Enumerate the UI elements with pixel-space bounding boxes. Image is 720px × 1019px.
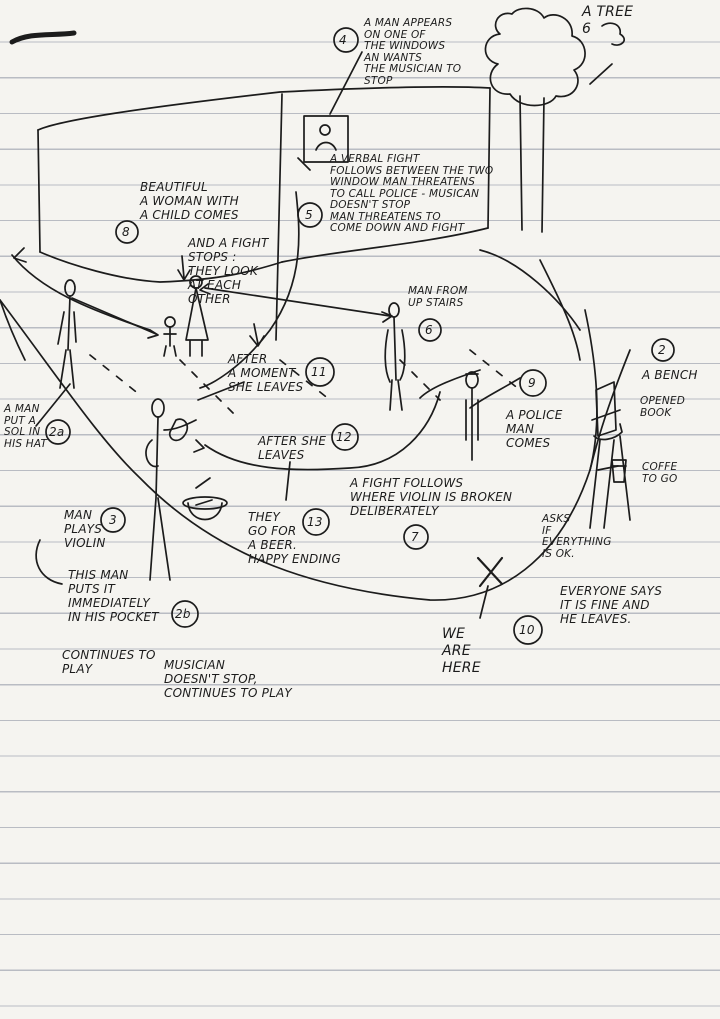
tree-trunk xyxy=(519,95,545,233)
arrow-after-she xyxy=(204,391,441,471)
stick-figure-left xyxy=(57,279,77,389)
man-upstairs-note: MAN FROM UP STAIRS xyxy=(408,285,468,309)
step-13-number: 13 xyxy=(307,515,323,529)
window-man-head xyxy=(319,124,331,136)
arrow-man-to-child xyxy=(71,297,157,335)
tree-crown xyxy=(484,7,586,107)
verbal-fight-note: A VERBAL FIGHT FOLLOWS BETWEEN THE TWO W… xyxy=(330,153,494,234)
arrow-down-woman xyxy=(177,255,191,281)
arrow-pocket xyxy=(35,539,63,585)
tree-arrow xyxy=(589,63,613,85)
arrow-to-window-note xyxy=(329,51,363,115)
step-9-number: 9 xyxy=(528,376,536,390)
building-left-edge xyxy=(37,129,41,253)
stick-figure-woman xyxy=(185,275,209,357)
coffee-label: COFFE TO GO xyxy=(642,461,678,485)
we-are-here-label: WE ARE HERE xyxy=(442,626,481,676)
step-4-number: 4 xyxy=(339,33,347,47)
after-moment-note: AFTER A MOMENT SHE LEAVES xyxy=(228,352,304,394)
opened-book-label: OPENED BOOK xyxy=(640,395,686,419)
stick-figure-musician xyxy=(145,398,197,581)
pocket-note: THIS MAN PUTS IT IMMEDIATELY IN HIS POCK… xyxy=(68,568,159,624)
arrowhead-3 xyxy=(199,283,211,295)
arrow-hat xyxy=(195,477,211,489)
left-edge-line xyxy=(0,299,26,361)
right-curve xyxy=(539,259,581,361)
scribble-mark xyxy=(9,30,77,45)
after-she-note: AFTER SHE LEAVES xyxy=(258,434,327,462)
police-note: A POLICE MAN COMES xyxy=(506,408,563,450)
arrowhead-4 xyxy=(193,439,205,453)
arrow-down-moment xyxy=(249,323,265,347)
step-5-number: 5 xyxy=(305,208,313,222)
step-2a-number: 2a xyxy=(49,425,65,439)
window-man-note: A MAN APPEARS ON ONE OF THE WINDOWS AN W… xyxy=(364,17,462,87)
everyone-note: EVERYONE SAYS IT IS FINE AND HE LEAVES. xyxy=(560,584,663,626)
step-2b-number: 2b xyxy=(175,607,191,621)
continues-note: CONTINUES TO PLAY xyxy=(62,648,156,676)
step-12-number: 12 xyxy=(336,430,352,444)
arrow-fight xyxy=(199,191,300,389)
man-put-note: A MAN PUT A SOL IN HIS HAT xyxy=(4,403,48,450)
step-10-number: 10 xyxy=(519,623,535,637)
arrow-upper-right xyxy=(479,249,581,331)
coffee-cup-drawing xyxy=(611,459,627,483)
fight-stops-note: AND A FIGHT STOPS : THEY LOOK AT EACH OT… xyxy=(188,236,269,306)
musician-note: MUSICIAN DOESN'T STOP, CONTINUES TO PLAY xyxy=(164,658,292,700)
man-plays-note: MAN PLAYS VIOLIN xyxy=(64,508,106,550)
building-base-left xyxy=(39,251,283,283)
bench-label: A BENCH xyxy=(642,368,698,382)
building-top-line xyxy=(37,85,491,131)
arrow-man-put xyxy=(35,383,71,427)
tree-label: A TREE 6 xyxy=(582,4,634,37)
window-frame xyxy=(303,115,349,163)
woman-note: BEAUTIFUL A WOMAN WITH A CHILD COMES xyxy=(140,180,239,222)
arrow-woman-to-man xyxy=(204,287,391,317)
asks-note: ASKS IF EVERYTHING IS OK. xyxy=(542,513,612,560)
fight-follows-note: A FIGHT FOLLOWS WHERE VIOLIN IS BROKEN D… xyxy=(350,476,513,518)
step-11-number: 11 xyxy=(311,365,327,379)
hat-drawing xyxy=(182,496,228,521)
stick-figure-police xyxy=(465,371,479,461)
window-arrow xyxy=(297,157,311,171)
building-base-right xyxy=(281,227,489,263)
beer-note: THEY GO FOR A BEER. HAPPY ENDING xyxy=(248,510,341,566)
step-6-number: 6 xyxy=(425,323,433,337)
window-man-body xyxy=(315,141,337,151)
arrowhead-1 xyxy=(147,329,159,339)
bench-number: 2 xyxy=(658,343,666,357)
stick-figure-man-upstairs xyxy=(384,302,406,411)
stick-figure-child xyxy=(163,316,177,357)
building-right-edge xyxy=(487,87,491,229)
dashed-path xyxy=(89,349,521,421)
tree-label-scribble xyxy=(601,22,625,46)
arrow-beer xyxy=(285,461,291,501)
step-8-number: 8 xyxy=(122,225,130,239)
step-3-number: 3 xyxy=(109,513,117,527)
arrow-after-moment xyxy=(197,381,245,401)
building-corner-line xyxy=(275,93,283,341)
arrow-we-are-here xyxy=(479,585,489,619)
step-7-number: 7 xyxy=(411,530,419,544)
we-are-here-x xyxy=(476,556,504,588)
number-circles xyxy=(45,27,675,645)
arrowhead-left xyxy=(13,247,27,263)
